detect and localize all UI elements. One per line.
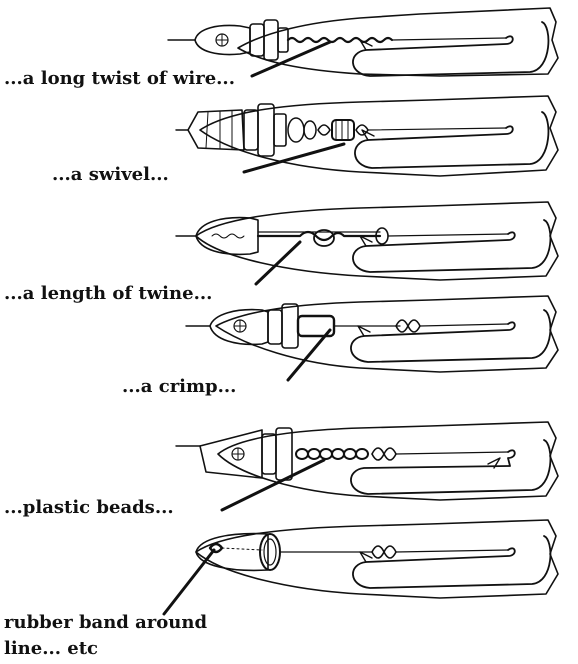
label-swivel: ...a swivel... bbox=[52, 164, 169, 186]
label-twine: ...a length of twine... bbox=[4, 283, 212, 305]
label-plastic-beads: ...plastic beads... bbox=[4, 497, 174, 519]
knot-icon bbox=[372, 546, 396, 558]
hook-icon bbox=[351, 310, 550, 362]
swivel-icon bbox=[332, 120, 354, 140]
rig-4-crimp bbox=[186, 296, 558, 380]
baitfish-outline bbox=[196, 520, 558, 598]
bead-icon bbox=[332, 449, 344, 459]
twisted-wire-icon bbox=[288, 38, 392, 42]
bead-icon bbox=[296, 449, 308, 459]
bead-icon bbox=[344, 449, 356, 459]
label-twisted-wire: ...a long twist of wire... bbox=[4, 68, 235, 90]
bead-icon bbox=[308, 449, 320, 459]
pointer-line-4 bbox=[288, 330, 330, 380]
hook-icon bbox=[355, 112, 548, 168]
hook-icon bbox=[353, 536, 550, 588]
rig-5-plastic-beads bbox=[176, 422, 558, 510]
label-crimp: ...a crimp... bbox=[122, 376, 236, 398]
label-rubber-band-line2: line... etc bbox=[4, 638, 98, 660]
rig-2-swivel bbox=[176, 96, 558, 176]
rig-1-twisted-wire bbox=[168, 8, 558, 76]
baitfish-outline bbox=[238, 8, 558, 76]
rig-3-twine bbox=[176, 202, 558, 284]
sinker-icon bbox=[200, 430, 262, 478]
hook-icon bbox=[353, 22, 548, 76]
hook-icon bbox=[351, 440, 550, 494]
rig-6-rubber-band bbox=[164, 520, 558, 614]
label-rubber-band-line1: rubber band around bbox=[4, 612, 207, 634]
bead-icon bbox=[320, 449, 332, 459]
pointer-line-6 bbox=[164, 550, 214, 614]
bead-icon bbox=[356, 449, 368, 459]
pointer-line-2 bbox=[244, 144, 344, 172]
knot-icon bbox=[372, 448, 396, 460]
